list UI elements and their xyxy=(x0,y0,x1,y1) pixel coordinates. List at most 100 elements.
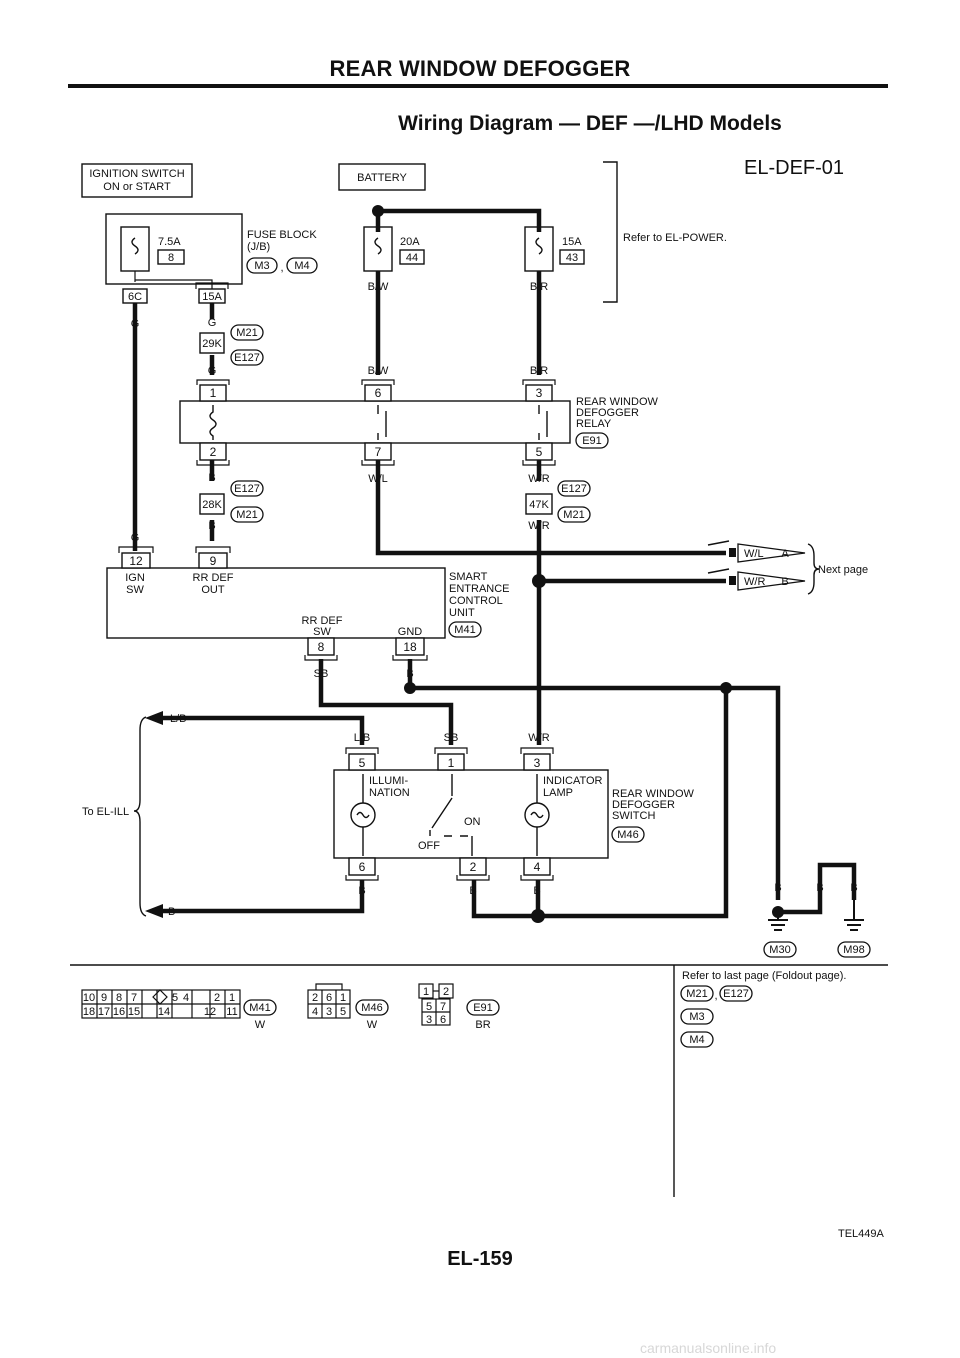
wire-label-wr-1: W/R xyxy=(528,473,549,485)
fuse-20a-rating: 20A xyxy=(400,236,420,248)
splice-wr xyxy=(532,574,546,588)
wire-lb xyxy=(163,715,365,745)
splice-gnd xyxy=(404,682,416,694)
scu-label-1: SMART xyxy=(449,571,488,583)
m46-pin: 6 xyxy=(326,992,332,1004)
scu-term-18: 18 xyxy=(403,640,417,654)
indicator-label-2: LAMP xyxy=(543,787,573,799)
conn-e127-3: E127 xyxy=(561,483,587,495)
m46-pin: 5 xyxy=(340,1006,346,1018)
m46-pin: 1 xyxy=(340,992,346,1004)
relay-coil xyxy=(209,405,217,440)
scu-term-8: 8 xyxy=(318,640,325,654)
arrow-a xyxy=(737,543,806,563)
conn-m21-3: M21 xyxy=(563,509,584,521)
scu-term-12: 12 xyxy=(129,554,143,568)
e91-pin: 7 xyxy=(440,1001,446,1013)
wire-b-ill xyxy=(163,880,365,914)
wire-label-br-2: B/R xyxy=(530,365,548,377)
wire-label-bw-2: B/W xyxy=(368,365,389,377)
wire-label-g-2: G xyxy=(208,317,217,329)
wire-label-wr-2: W/R xyxy=(528,520,549,532)
relay-term-2: 2 xyxy=(210,445,217,459)
legend-m21: M21 xyxy=(686,988,707,1000)
header-rule xyxy=(68,84,888,88)
legend-m4: M4 xyxy=(689,1034,704,1046)
switch-off-label: OFF xyxy=(418,840,440,852)
connector-view-m41 xyxy=(81,989,241,1019)
wire-sb xyxy=(318,659,454,745)
illumination-lamp xyxy=(350,774,376,856)
switch-label-2: DEFOGGER xyxy=(612,799,675,811)
m46-pin: 4 xyxy=(312,1006,318,1018)
wire-label-g-1: G xyxy=(131,318,140,330)
sw-term-1: 1 xyxy=(448,756,455,770)
conn-m4: M4 xyxy=(294,260,309,272)
e91-pin: 3 xyxy=(426,1014,432,1026)
conn-m3: M3 xyxy=(254,260,269,272)
sw-term-5: 5 xyxy=(359,756,366,770)
fuse-15a-rating: 15A xyxy=(562,236,582,248)
m41-pin: 18 xyxy=(83,1006,95,1018)
conn-m21-1: M21 xyxy=(236,327,257,339)
m41-pin: 9 xyxy=(101,992,107,1004)
splice-battery xyxy=(372,205,384,217)
diagram-code: EL-DEF-01 xyxy=(744,157,844,179)
arrow-b xyxy=(737,571,806,591)
m41-pin: 1 xyxy=(229,992,235,1004)
m46-conn-label: M46 xyxy=(361,1002,382,1014)
relay-term-3: 3 xyxy=(536,386,543,400)
legend-comma: , xyxy=(714,990,717,1002)
wire-b-gnd xyxy=(407,659,781,900)
wire-b-switch xyxy=(471,688,729,919)
m41-pin: 7 xyxy=(131,992,137,1004)
term-6c: 6C xyxy=(128,291,142,303)
scu-rr-def-out-1: RR DEF xyxy=(193,572,234,584)
m41-color: W xyxy=(255,1019,266,1031)
e91-pin: 2 xyxy=(443,986,449,998)
illumination-label-2: NATION xyxy=(369,787,410,799)
switch-on-label: ON xyxy=(464,816,481,828)
wire-label-bw-1: B/W xyxy=(368,281,389,293)
ignition-switch-label-2: ON or START xyxy=(103,181,171,193)
wire-label-wr-3: W/R xyxy=(528,732,549,744)
conn-e127-1: E127 xyxy=(234,352,260,364)
wire-br xyxy=(378,208,542,375)
wire-label-sb-1: SB xyxy=(314,668,329,680)
m41-pin: 15 xyxy=(128,1006,140,1018)
watermark: carmanualsonline.info xyxy=(640,1340,777,1356)
wire-label-wl: W/L xyxy=(368,473,388,485)
m41-pin: 5 xyxy=(172,992,178,1004)
conn-e91: E91 xyxy=(582,435,602,447)
wire-label-b-10: B xyxy=(850,882,857,894)
arrow-b-label: B xyxy=(781,576,788,588)
scu-term-9: 9 xyxy=(210,554,217,568)
m41-pin: 11 xyxy=(226,1006,237,1018)
fuse-15a-symbol xyxy=(524,226,554,272)
conn-m41: M41 xyxy=(454,624,475,636)
next-page-brace xyxy=(807,543,820,595)
e91-conn-label: E91 xyxy=(473,1002,493,1014)
relay-term-5: 5 xyxy=(536,445,543,459)
wire-label-lb-2: L/B xyxy=(354,732,371,744)
next-wl: W/L xyxy=(744,548,764,560)
el-ill-brace xyxy=(133,716,147,917)
wire-label-b-3: B xyxy=(406,668,413,680)
splice-gnd-2 xyxy=(720,682,732,694)
battery-label: BATTERY xyxy=(357,172,407,184)
term-29k: 29K xyxy=(202,338,222,350)
scu-gnd: GND xyxy=(398,626,423,638)
wire-label-b-9: B xyxy=(816,882,823,894)
scu-ign-sw-2: SW xyxy=(126,584,144,596)
relay-term-1: 1 xyxy=(210,386,217,400)
defogger-switch-contact xyxy=(429,774,473,856)
e91-color: BR xyxy=(475,1019,490,1031)
fuse-15a-number: 43 xyxy=(566,252,578,264)
illumination-label-1: ILLUMI- xyxy=(369,775,408,787)
fuse-block-label-2: (J/B) xyxy=(247,241,270,253)
scu-label-3: CONTROL xyxy=(449,595,503,607)
relay-contact-2 xyxy=(538,405,548,440)
relay-label-2: DEFOGGER xyxy=(576,407,639,419)
m41-pin: 17 xyxy=(98,1006,110,1018)
